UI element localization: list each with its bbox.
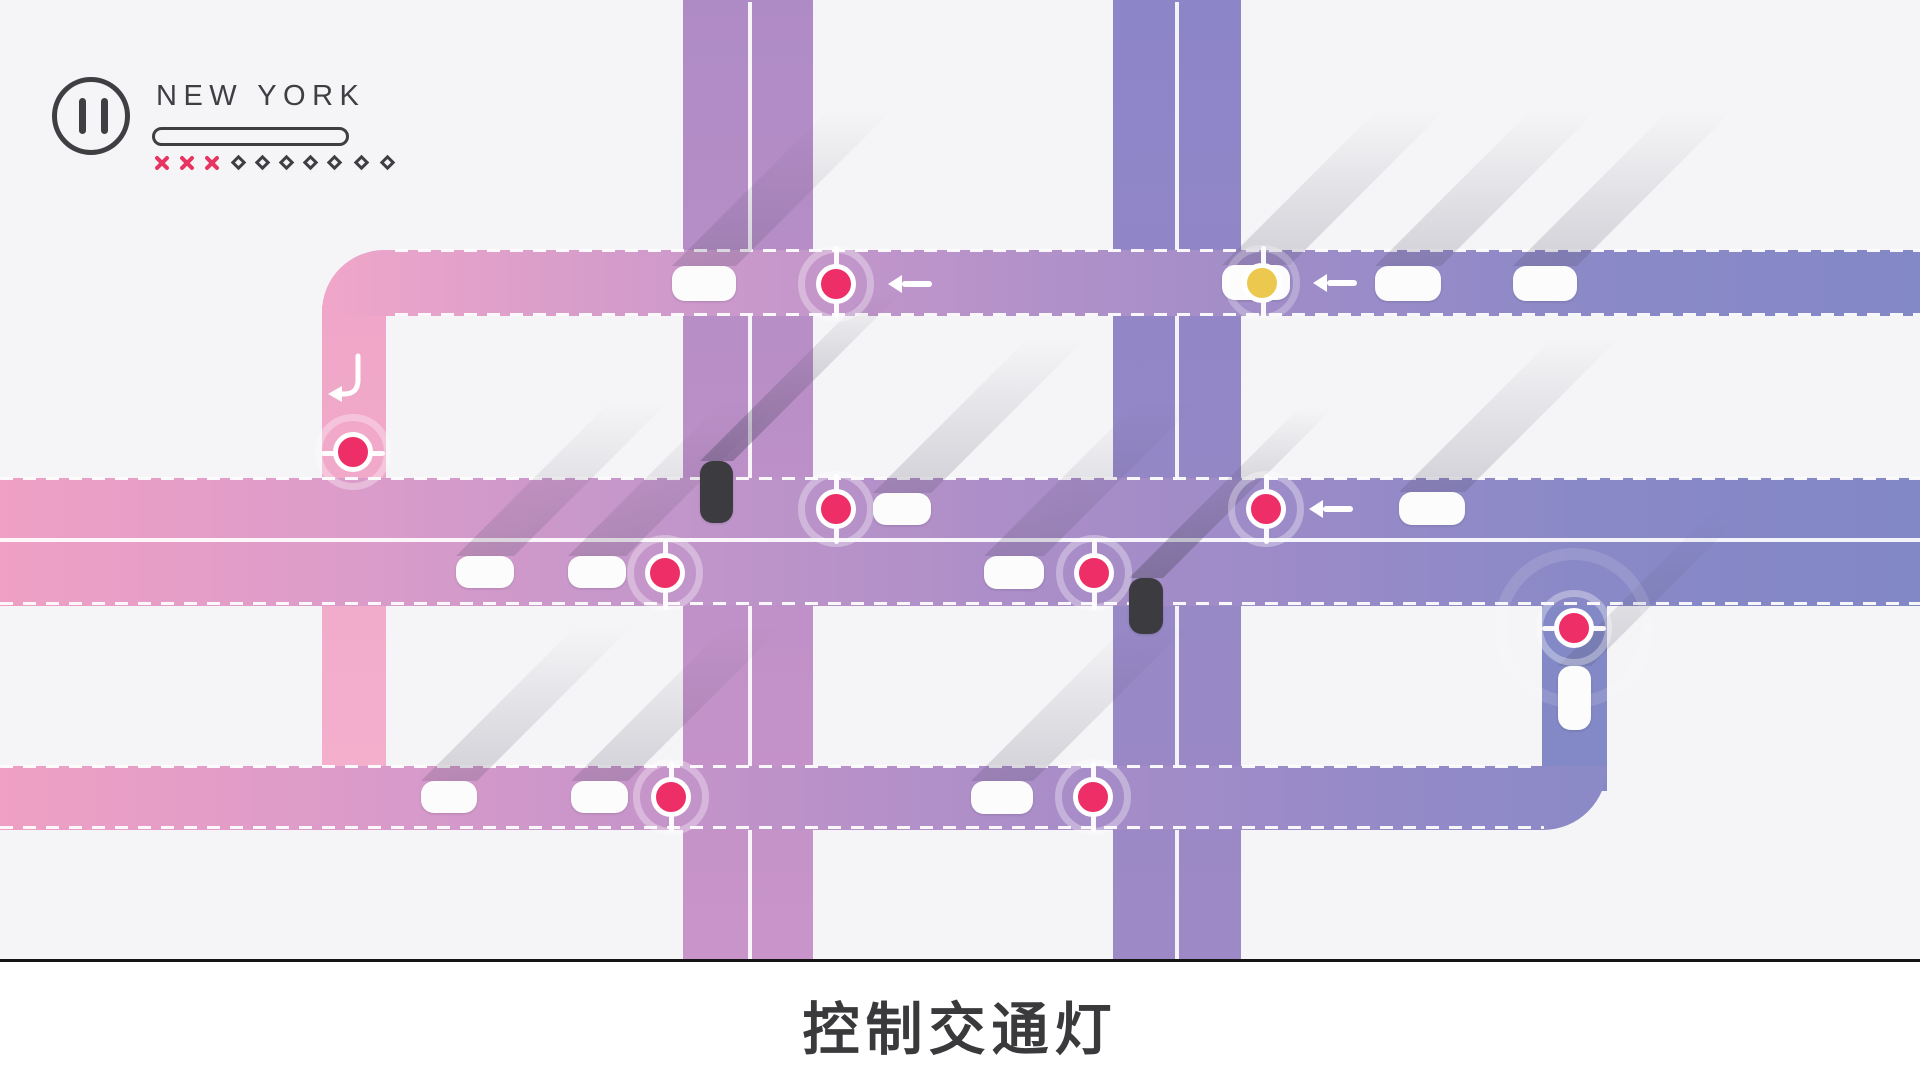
instruction-text: 控制交通灯	[802, 998, 1118, 1062]
remaining-level-diamond-icon	[326, 154, 343, 171]
lane-divider-line	[1175, 2, 1179, 250]
lane-divider-line	[748, 316, 752, 478]
traffic-light-red[interactable]	[1246, 489, 1286, 529]
car	[1513, 265, 1577, 301]
direction-arrow-icon	[1327, 280, 1357, 286]
road-edge-dashes	[0, 477, 1920, 480]
traffic-light-ring	[798, 246, 874, 322]
lane-divider-line	[0, 538, 1920, 542]
lane-divider-line	[1175, 316, 1179, 478]
road-edge-dashes	[0, 826, 1544, 829]
car	[1375, 265, 1441, 301]
car	[984, 555, 1044, 589]
crossed-level-x-icon	[204, 155, 220, 171]
car	[873, 493, 931, 525]
crossed-level-x-icon	[154, 155, 170, 171]
car-shadow	[873, 338, 1086, 493]
traffic-light-ring	[1055, 759, 1131, 835]
road-horizontal-top	[322, 250, 1920, 316]
direction-arrow-icon	[888, 275, 902, 293]
car-shadow	[1375, 110, 1596, 266]
traffic-light-red[interactable]	[816, 264, 856, 304]
car-shadow	[1222, 109, 1445, 265]
level-title: NEW YORK	[156, 80, 366, 112]
road-edge-dashes	[395, 313, 1920, 316]
lane-divider-line	[748, 606, 752, 766]
instruction-bar: 控制交通灯	[0, 959, 1920, 1080]
progress-pill	[152, 127, 349, 146]
traffic-light-ring	[798, 471, 874, 547]
traffic-light-red[interactable]	[1554, 608, 1594, 648]
traffic-light-red[interactable]	[651, 777, 691, 817]
remaining-level-diamond-icon	[353, 154, 370, 171]
road-edge-dashes	[0, 602, 1920, 605]
turn-arrow-icon	[322, 350, 368, 404]
road-horizontal-bottom	[0, 766, 1607, 830]
remaining-level-diamond-icon	[379, 154, 396, 171]
car-shadow	[421, 626, 632, 781]
remaining-level-diamond-icon	[278, 154, 295, 171]
car-shadow	[1513, 110, 1732, 266]
traffic-light-red[interactable]	[333, 432, 373, 472]
car	[421, 781, 477, 813]
lane-divider-line	[748, 2, 752, 250]
traffic-light-red[interactable]	[816, 489, 856, 529]
traffic-light-ring	[633, 759, 709, 835]
car	[1399, 491, 1465, 525]
traffic-light-ring	[1224, 245, 1300, 321]
direction-arrow-icon	[1323, 506, 1353, 512]
traffic-light-ring	[627, 535, 703, 611]
traffic-light-red[interactable]	[1074, 553, 1114, 593]
traffic-light-ring	[1536, 590, 1612, 666]
remaining-level-diamond-icon	[302, 154, 319, 171]
traffic-light-red[interactable]	[645, 553, 685, 593]
remaining-level-diamond-icon	[254, 154, 271, 171]
car	[570, 781, 628, 813]
dark-car	[699, 461, 733, 523]
pause-button[interactable]	[52, 77, 130, 155]
crossed-level-x-icon	[179, 155, 195, 171]
direction-arrow-icon	[902, 281, 932, 287]
traffic-light-yellow[interactable]	[1242, 263, 1282, 303]
road-edge-dashes	[0, 765, 1540, 768]
dark-car	[1129, 578, 1163, 634]
pause-icon	[101, 98, 108, 134]
remaining-level-diamond-icon	[230, 154, 247, 171]
car-shadow	[1399, 336, 1620, 492]
lane-divider-line	[1175, 606, 1179, 766]
lane-divider-line	[748, 830, 752, 959]
car	[971, 780, 1033, 814]
traffic-light-ring	[315, 414, 391, 490]
traffic-light-red[interactable]	[1073, 777, 1113, 817]
traffic-light-ring	[1228, 471, 1304, 547]
pause-icon	[79, 98, 86, 134]
car	[568, 556, 626, 588]
car	[672, 265, 736, 301]
car	[456, 556, 514, 588]
lane-divider-line	[1175, 830, 1179, 959]
road-edge-dashes	[395, 249, 1920, 252]
direction-arrow-icon	[1309, 500, 1323, 518]
direction-arrow-icon	[1313, 274, 1327, 292]
traffic-light-ring	[1056, 535, 1132, 611]
